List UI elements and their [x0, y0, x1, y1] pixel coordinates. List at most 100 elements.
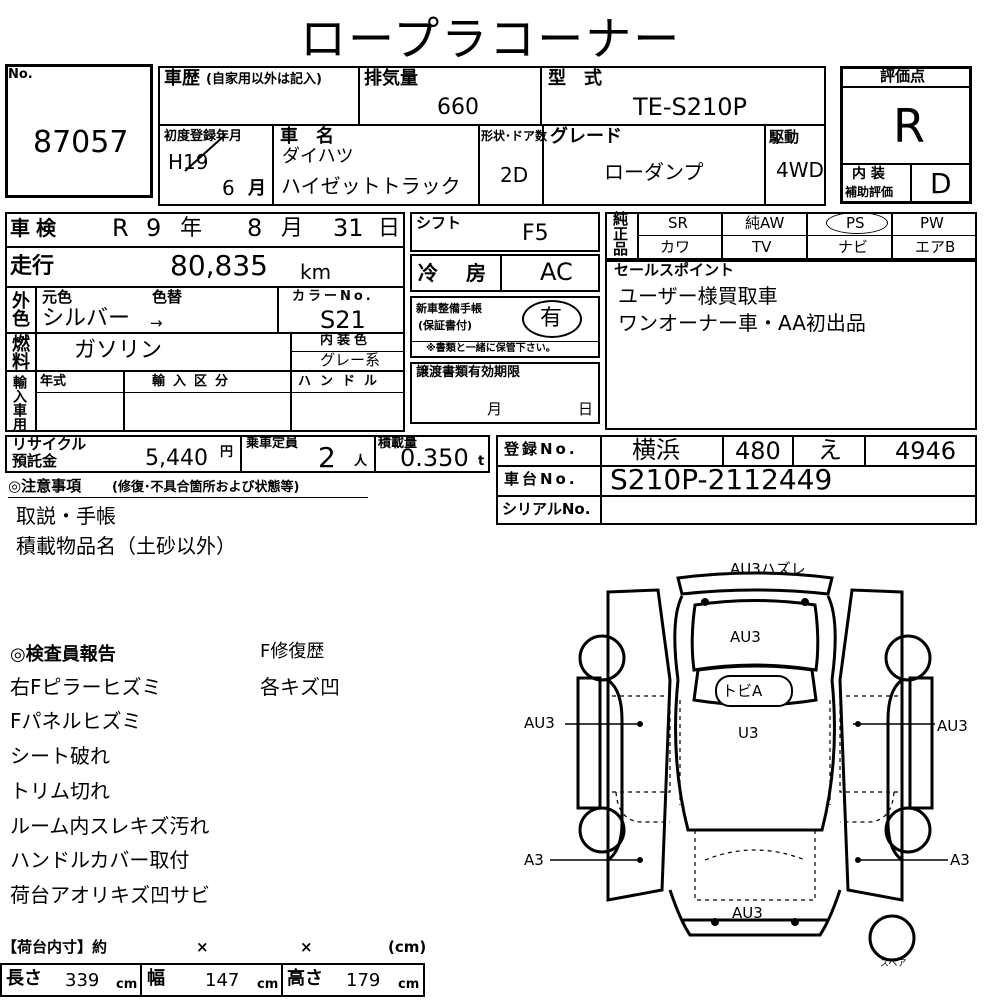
- aircon-value: AC: [540, 258, 573, 286]
- bed-length-unit: cm: [116, 977, 138, 992]
- header-grid: [158, 66, 826, 206]
- recycle-unit: 円: [220, 445, 234, 460]
- equipment-tv: TV: [752, 238, 772, 256]
- warranty-value: 有: [540, 306, 563, 331]
- inspection-year-unit: 年: [180, 216, 203, 241]
- body-doors-label: 形状･ドア数: [481, 129, 548, 143]
- registration-number: 4946: [895, 437, 957, 465]
- diagram-left-rear-label: A3: [524, 851, 544, 869]
- import-year-label: 年式: [40, 374, 67, 389]
- notes-line-1: 取説・手帳: [16, 504, 116, 528]
- inspector-line-3: シート破れ: [10, 744, 110, 768]
- inspector-report-title: ◎検査員報告: [10, 644, 116, 665]
- diagram-roof-label: U3: [738, 724, 759, 742]
- color-code-label: カラーNo.: [292, 289, 374, 304]
- equipment-ps: PS: [846, 214, 865, 232]
- interior-color-value: グレー系: [320, 351, 381, 369]
- capacity-value: 2: [318, 441, 336, 474]
- grade-box-value: R: [893, 99, 925, 153]
- registration-label: 登録No.: [504, 440, 578, 458]
- equipment-grid: [605, 212, 977, 260]
- registration-region: 横浜: [632, 436, 680, 464]
- shift-box: [410, 212, 600, 252]
- vehicle-info-grid: [5, 212, 405, 432]
- bed-width-value: 147: [205, 970, 240, 991]
- notes-title: ◎注意事項: [8, 477, 82, 495]
- displacement-label: 排気量: [364, 68, 418, 89]
- aircon-box: [410, 254, 600, 292]
- warranty-note: ※書類と一緒に保管下さい。: [426, 343, 556, 354]
- equipment-ps-circle: [826, 212, 888, 234]
- import-label: 輸入車用: [11, 375, 27, 431]
- sales-point-line2: ワンオーナー車・AA初出品: [618, 311, 866, 335]
- interior-grade-value: D: [930, 167, 952, 200]
- transfer-box: [410, 362, 600, 424]
- diagram-left-door-label: AU3: [524, 714, 555, 732]
- history-note: (自家用以外は記入): [206, 72, 322, 87]
- sales-point-line1: ユーザー様買取車: [618, 284, 778, 308]
- car-name-value: ハイゼットトラック: [281, 174, 461, 198]
- inspector-line-5: ルーム内スレキズ汚れ: [10, 814, 210, 838]
- drive-value: 4WD: [776, 158, 824, 182]
- displacement-value: 660: [437, 95, 479, 120]
- drive-label: 駆動: [769, 128, 800, 146]
- grade-box: [840, 66, 972, 204]
- notes-line-2: 積載物品名（土砂以外）: [16, 534, 236, 558]
- grade-value: ローダンプ: [604, 160, 704, 184]
- inspection-year: 9: [146, 214, 162, 242]
- aircon-label: 冷 房: [418, 261, 490, 285]
- equipment-label: 純正品: [613, 210, 629, 258]
- color-original-label: 元色: [42, 288, 73, 306]
- transfer-day-unit: 日: [578, 400, 594, 418]
- capacity-label: 乗車定員: [246, 436, 299, 451]
- grade-label: グレード: [550, 126, 622, 147]
- load-label: 積載量: [378, 436, 418, 451]
- warranty-label-1: 新車整備手帳: [416, 302, 482, 315]
- diagram-rear-label: AU3: [732, 904, 763, 922]
- recycle-grid: [5, 435, 490, 473]
- inspector-line-2: Fパネルヒズミ: [10, 709, 142, 733]
- first-reg-label: 初度登録年月: [164, 129, 243, 144]
- color-section-label: 外色: [9, 291, 30, 327]
- registration-class: 480: [735, 437, 781, 465]
- mileage-label: 走行: [10, 254, 55, 279]
- inspector-line-1: 右Fピラーヒズミ: [10, 675, 162, 699]
- import-handle-label: ハンドル: [298, 374, 387, 389]
- inspection-era: R: [112, 214, 129, 242]
- inspector-line-4: トリム切れ: [10, 779, 110, 803]
- inspection-label: 車検: [10, 216, 62, 240]
- repair-history-title: F修復歴: [260, 641, 325, 662]
- warranty-circle: [522, 300, 582, 338]
- registration-kana: え: [818, 436, 842, 464]
- first-reg-month: 6: [222, 176, 235, 200]
- equipment-navi: ナビ: [838, 238, 869, 256]
- inspection-month-unit: 月: [281, 216, 304, 241]
- warranty-box: [410, 296, 600, 358]
- inspection-day: 31: [333, 214, 364, 242]
- inspection-day-unit: 日: [378, 216, 401, 241]
- diagram-front-bumper-label: AU3ハズレ: [730, 560, 806, 578]
- mileage-value: 80,835: [170, 249, 268, 282]
- repair-history-note: 各キズ凹: [260, 675, 340, 699]
- registration-grid: [496, 435, 977, 525]
- capacity-unit: 人: [354, 454, 368, 469]
- import-type-label: 輸入区分: [152, 374, 237, 389]
- diagram-right-door-label: AU3: [937, 717, 968, 735]
- color-code-value: S21: [320, 306, 366, 334]
- interior-grade-label-1: 内 装: [852, 166, 885, 182]
- interior-color-label: 内装色: [320, 333, 372, 348]
- bed-length-label: 長さ: [6, 968, 42, 989]
- sales-point-box: [605, 260, 977, 430]
- chassis-label: 車台No.: [504, 470, 578, 488]
- recycle-label-1: リサイクル: [12, 435, 87, 453]
- first-reg-month-unit: 月: [248, 178, 266, 199]
- inspector-line-7: 荷台アオリキズ凹サビ: [10, 883, 210, 907]
- sales-point-label: セールスポイント: [614, 261, 735, 279]
- history-label: 車歴: [164, 68, 200, 89]
- chassis-value: S210P-2112449: [610, 463, 833, 496]
- fuel-label: 燃料: [9, 334, 30, 370]
- diagram-spare-label: スペア: [880, 959, 907, 969]
- inspector-line-6: ハンドルカバー取付: [10, 848, 190, 872]
- transfer-month-unit: 月: [487, 400, 503, 418]
- equipment-pw: PW: [920, 214, 944, 232]
